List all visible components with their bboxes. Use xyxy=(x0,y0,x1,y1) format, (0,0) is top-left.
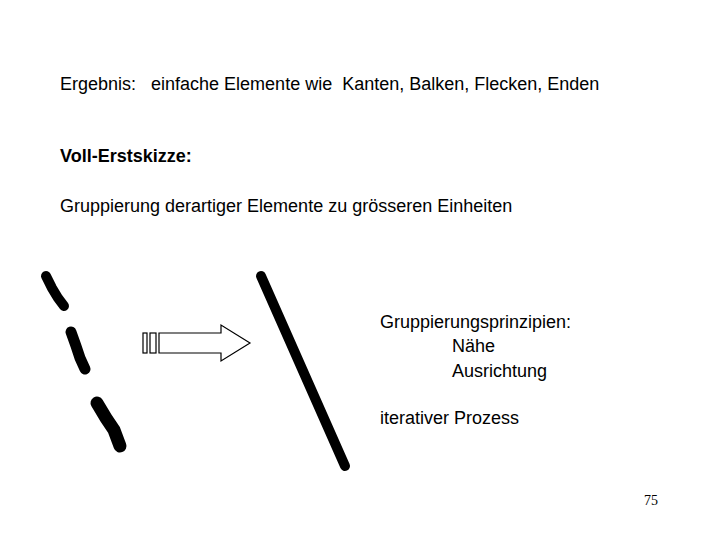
section-heading: Voll-Erstskizze: xyxy=(60,146,192,168)
principle-item: Ausrichtung xyxy=(452,361,547,383)
principles-heading: Gruppierungsprinzipien: xyxy=(380,312,571,334)
process-note: iterativer Prozess xyxy=(380,408,519,430)
principle-item: Nähe xyxy=(452,336,495,358)
page-number: 75 xyxy=(644,493,658,510)
description-line: Gruppierung derartiger Elemente zu gröss… xyxy=(60,196,512,218)
grouped-line xyxy=(261,276,345,466)
edge-fragment xyxy=(46,276,64,306)
edge-fragment xyxy=(71,332,85,369)
transform-arrow xyxy=(143,325,250,361)
edge-fragment xyxy=(97,403,120,446)
result-line: Ergebnis: einfache Elemente wie Kanten, … xyxy=(60,74,599,96)
